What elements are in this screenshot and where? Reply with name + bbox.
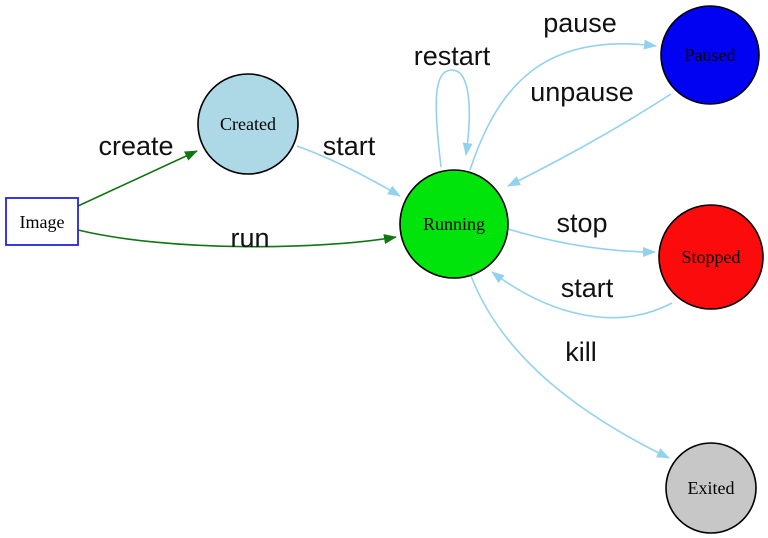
node-paused-circle: [660, 5, 760, 105]
node-running-circle: [399, 169, 509, 279]
node-image-box: [5, 197, 79, 246]
edge-restart-path: [435, 69, 473, 168]
edge-start-created-path: [296, 145, 401, 197]
edge-stop-path: [507, 228, 656, 257]
node-exited-circle: [665, 442, 757, 534]
edge-run-path: [77, 229, 397, 248]
edge-unpause-path: [507, 93, 672, 187]
edge-start-stopped-path: [491, 271, 673, 319]
edge-stop-label: stop: [556, 208, 607, 238]
node-created-circle: [197, 73, 299, 175]
node-created-label: Created: [220, 114, 276, 134]
edge-create-path: [77, 150, 198, 207]
node-running-label: Running: [423, 214, 485, 234]
edge-run-label: run: [230, 223, 269, 253]
node-image-label: Image: [20, 212, 65, 232]
edge-unpause-label: unpause: [530, 77, 634, 107]
edge-kill-label: kill: [565, 337, 597, 367]
edge-pause-label: pause: [543, 8, 617, 38]
edge-start-created-label: start: [323, 131, 376, 161]
edge-restart-label: restart: [414, 41, 491, 71]
edge-create-label: create: [98, 131, 173, 161]
node-exited-label: Exited: [688, 478, 735, 498]
edge-pause-path: [469, 39, 657, 171]
node-stopped-label: Stopped: [681, 247, 740, 267]
node-stopped-circle: [658, 204, 764, 310]
edge-start-stopped-label: start: [561, 273, 614, 303]
edge-kill-path: [470, 275, 670, 459]
node-paused-label: Paused: [685, 45, 736, 65]
